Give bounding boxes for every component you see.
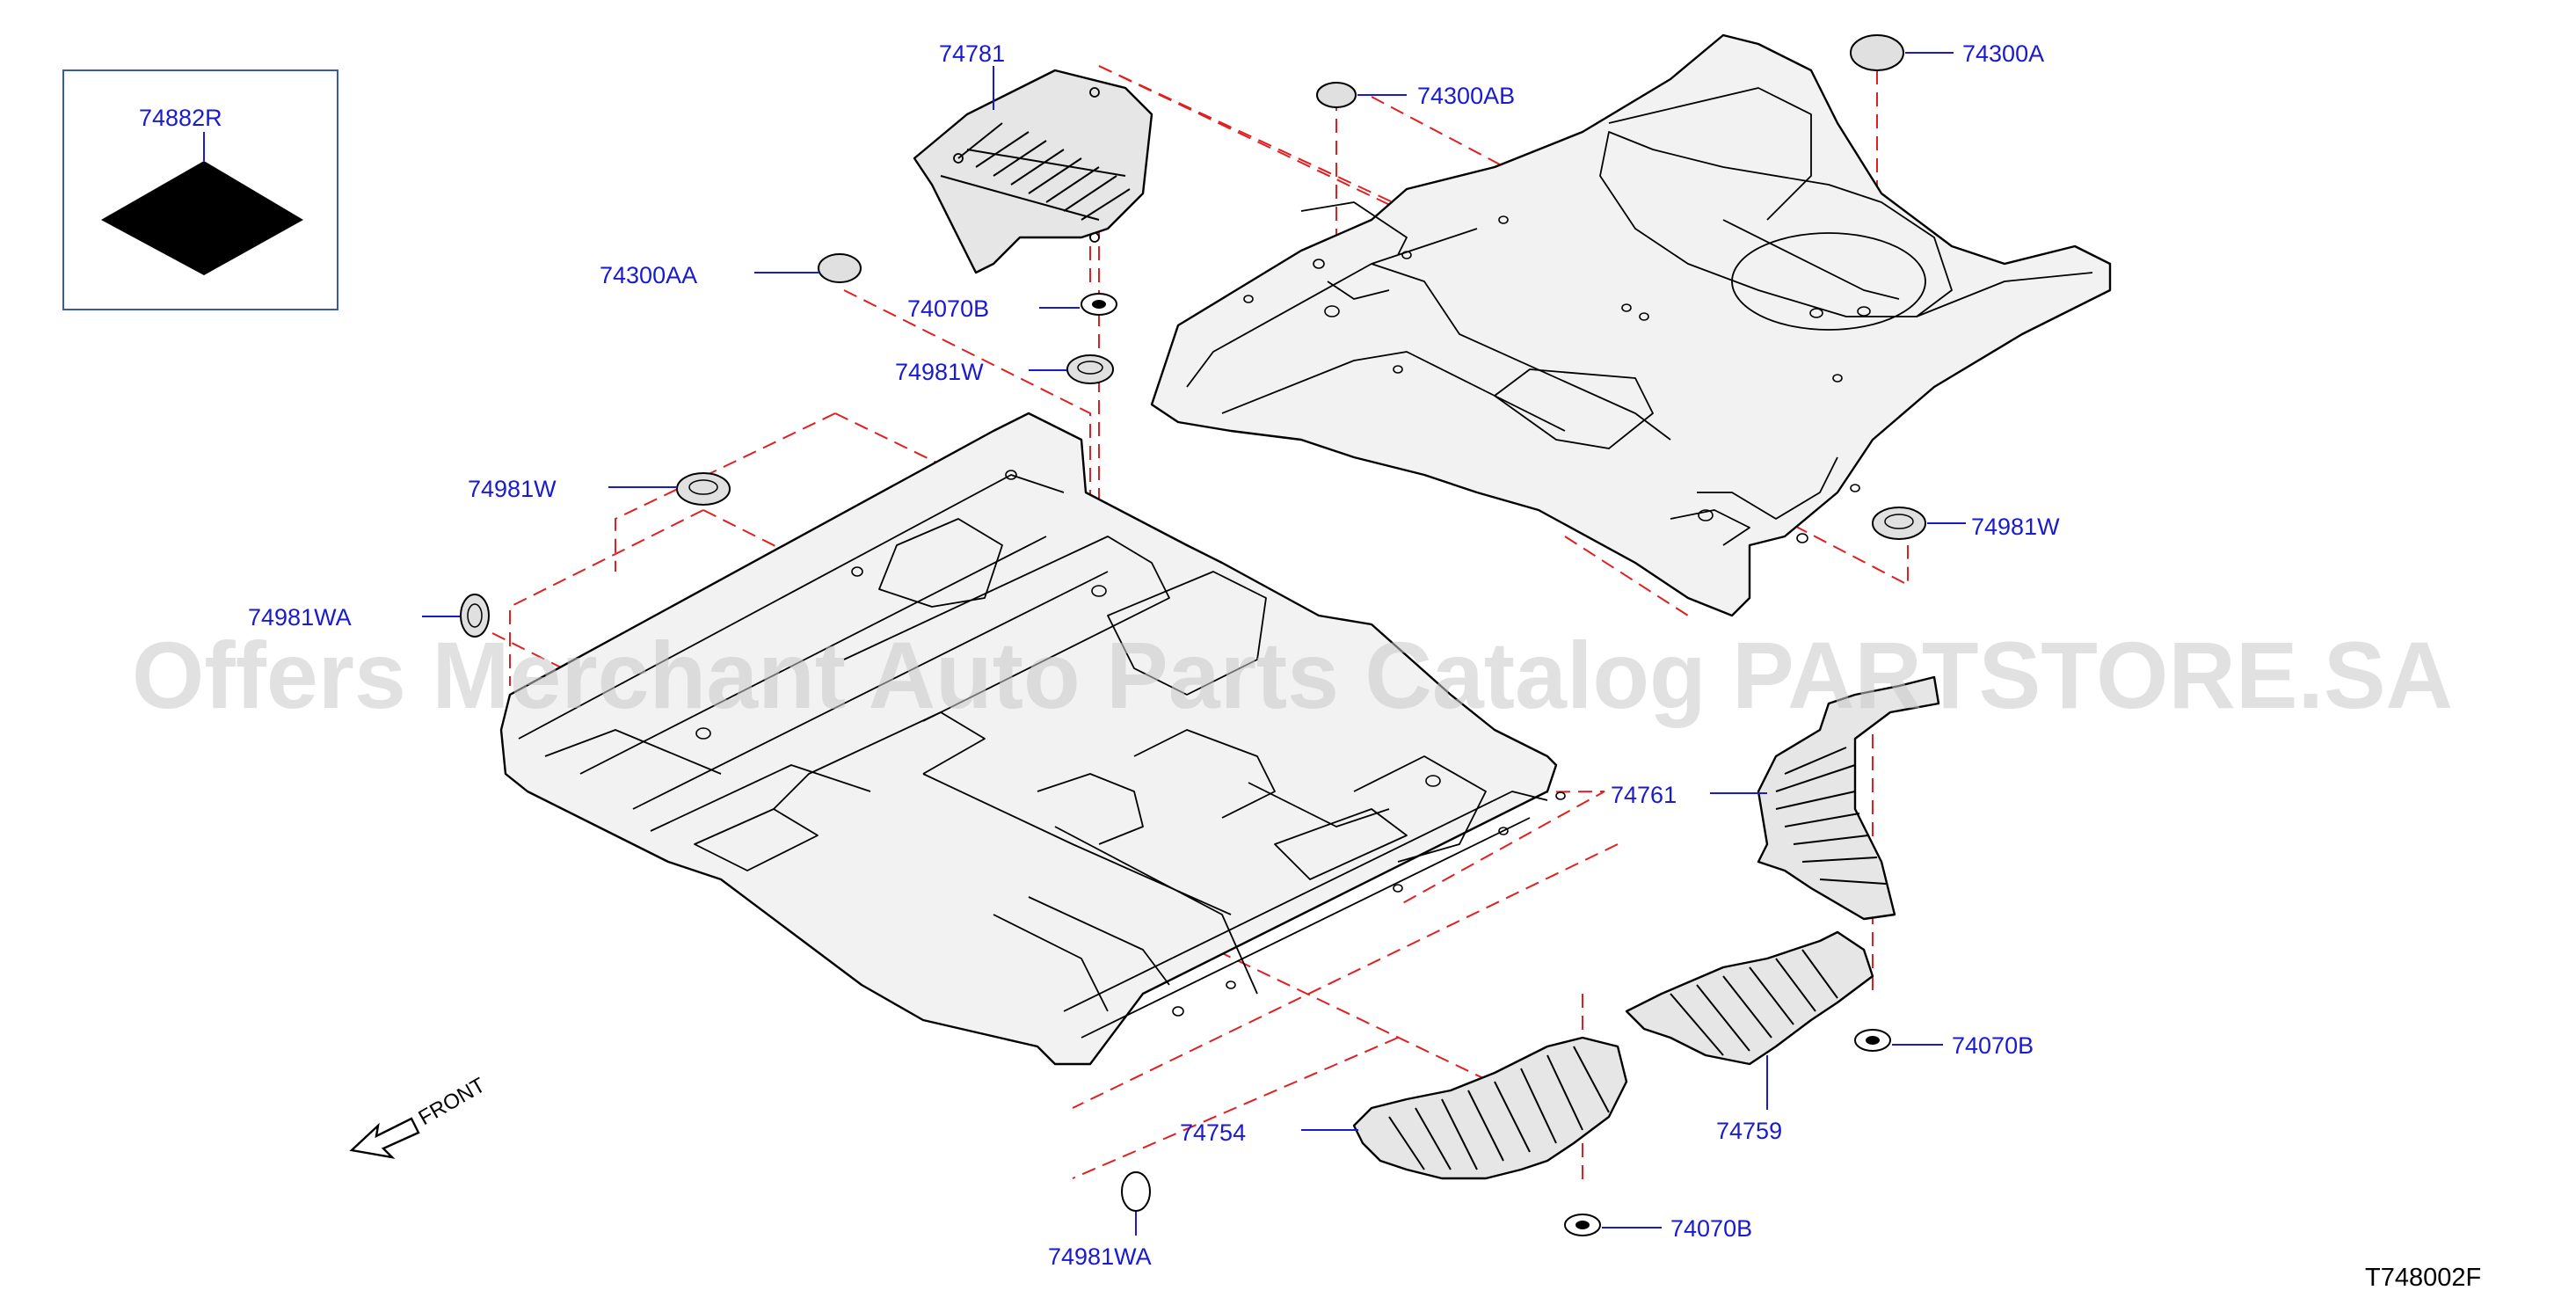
label-74981w-left[interactable]: 74981W <box>468 476 557 502</box>
label-74300a[interactable]: 74300A <box>1962 40 2044 67</box>
label-74981wa-bottom[interactable]: 74981WA <box>1048 1243 1152 1270</box>
front-floor-panel[interactable] <box>499 412 1566 1066</box>
label-74300ab[interactable]: 74300AB <box>1417 83 1515 109</box>
label-74882r[interactable]: 74882R <box>139 105 222 131</box>
heat-shield-74781[interactable] <box>913 69 1153 274</box>
plug-74300ab-icon <box>1316 82 1357 108</box>
label-74754[interactable]: 74754 <box>1180 1119 1246 1146</box>
plug-74300a-icon <box>1850 34 1904 71</box>
front-label: FRONT <box>415 1073 490 1130</box>
clip-74070b-right-icon <box>1854 1029 1891 1052</box>
grommet-74981w-left-icon <box>676 472 731 506</box>
front-arrow: FRONT <box>349 1073 490 1159</box>
label-74761[interactable]: 74761 <box>1611 782 1677 808</box>
fasteners <box>460 34 1926 1236</box>
leader-lines <box>422 52 1966 1236</box>
label-74981w-right[interactable]: 74981W <box>1971 514 2060 540</box>
label-74981w-top[interactable]: 74981W <box>895 359 984 385</box>
diagram-reference-code: T748002F <box>2365 1264 2481 1292</box>
front-arrow-icon <box>349 1117 420 1159</box>
plug-74300aa-icon <box>818 253 862 283</box>
grommet-74981w-right-icon <box>1872 507 1926 540</box>
label-74759[interactable]: 74759 <box>1716 1118 1782 1144</box>
heat-shield-74759[interactable] <box>1625 930 1874 1066</box>
heat-shield-74761[interactable] <box>1757 675 1940 921</box>
label-74070b-top[interactable]: 74070B <box>907 295 989 322</box>
heat-shield-74754[interactable] <box>1352 1036 1628 1180</box>
label-74781[interactable]: 74781 <box>939 40 1005 67</box>
watermark-text: Offers Merchant Auto Parts Catalog PARTS… <box>132 622 2453 728</box>
clip-74070b-bottom-icon <box>1564 1214 1601 1236</box>
grommet-74981wa-bottom-icon <box>1121 1171 1151 1212</box>
clip-74070b-top-icon <box>1081 293 1117 316</box>
part-74882r-box <box>62 69 338 310</box>
part-labels: 74882R 74781 74300AB 74300A 74300AA 7407… <box>139 40 2060 1270</box>
label-74070b-bottom[interactable]: 74070B <box>1670 1215 1752 1242</box>
label-74981wa-left[interactable]: 74981WA <box>248 604 352 631</box>
label-74070b-right[interactable]: 74070B <box>1952 1032 2034 1059</box>
label-74300aa[interactable]: 74300AA <box>600 262 697 288</box>
grommet-74981w-top-icon <box>1066 354 1114 384</box>
grommet-74981wa-left-icon <box>460 594 490 638</box>
rear-floor-panel[interactable] <box>1150 33 2112 617</box>
insulator-sheet-icon <box>101 161 303 275</box>
